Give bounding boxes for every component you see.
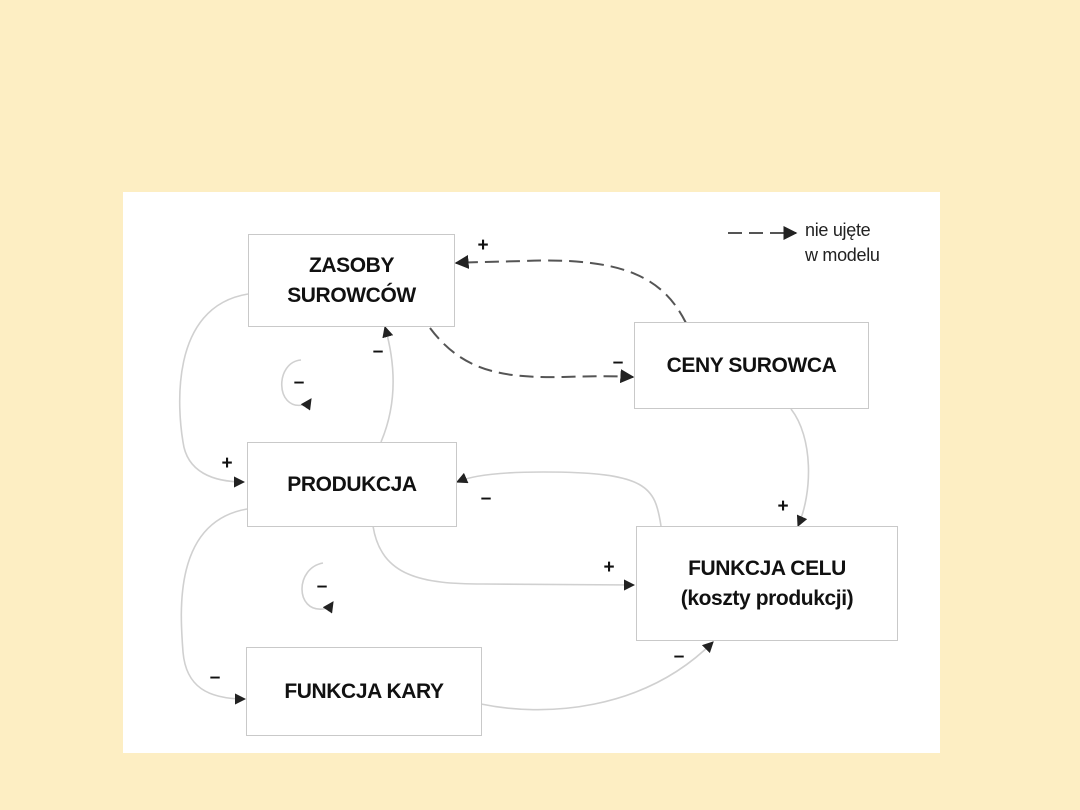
legend-line1: nie ujęte bbox=[805, 220, 871, 240]
diagram-links bbox=[178, 226, 810, 711]
sign-funkcja-kary-to-funkcja-celu: – bbox=[673, 646, 685, 667]
node-funkcja-celu: FUNKCJA CELU (koszty produkcji) bbox=[636, 526, 898, 641]
link-zasoby-to-produkcja bbox=[178, 293, 249, 488]
link-funkcja-celu-to-produkcja bbox=[455, 471, 662, 527]
legend-line2: w modelu bbox=[805, 245, 880, 265]
node-ceny-label: CENY SUROWCA bbox=[666, 353, 837, 377]
node-funkcja-kary-label: FUNKCJA KARY bbox=[284, 679, 444, 703]
node-zasoby-line2: SUROWCÓW bbox=[287, 283, 416, 307]
sign-ceny-to-zasoby: + bbox=[477, 235, 489, 256]
node-produkcja-label: PRODUKCJA bbox=[287, 472, 417, 496]
sign-loop-produkcja: – bbox=[316, 576, 328, 597]
sign-zasoby-to-produkcja: + bbox=[221, 453, 233, 474]
node-produkcja: PRODUKCJA bbox=[247, 442, 457, 527]
sign-produkcja-to-zasoby: – bbox=[372, 341, 384, 362]
sign-loop-zasoby: – bbox=[293, 372, 305, 393]
dashed-link-ceny-to-zasoby bbox=[454, 254, 687, 324]
node-funkcja-celu-line1: FUNKCJA CELU bbox=[688, 556, 846, 580]
loop-zasoby bbox=[281, 359, 312, 411]
link-ceny-to-funkcja-celu bbox=[790, 408, 810, 528]
node-ceny-surowca: CENY SUROWCA bbox=[634, 322, 869, 409]
link-funkcja-kary-to-funkcja-celu bbox=[480, 641, 714, 711]
node-funkcja-kary: FUNKCJA KARY bbox=[246, 647, 482, 736]
sign-produkcja-to-funkcja-celu: + bbox=[603, 557, 615, 578]
node-funkcja-celu-line2: (koszty produkcji) bbox=[680, 586, 854, 610]
dashed-link-zasoby-to-ceny bbox=[429, 327, 635, 384]
node-zasoby-line1: ZASOBY bbox=[308, 253, 395, 277]
link-produkcja-to-funkcja-celu bbox=[372, 525, 636, 591]
link-produkcja-to-funkcja-kary bbox=[180, 508, 248, 705]
causal-loop-diagram: ZASOBY SUROWCÓW CENY SUROWCA PRODUKCJA F… bbox=[123, 192, 940, 753]
loop-produkcja bbox=[301, 562, 334, 614]
link-produkcja-to-zasoby bbox=[380, 325, 394, 443]
sign-produkcja-to-funkcja-kary: – bbox=[209, 667, 221, 688]
node-zasoby-surowcow: ZASOBY SUROWCÓW bbox=[248, 234, 455, 327]
sign-funkcja-celu-to-produkcja: – bbox=[480, 488, 492, 509]
sign-zasoby-to-ceny: – bbox=[612, 352, 624, 373]
sign-ceny-to-funkcja-celu: + bbox=[777, 496, 789, 517]
